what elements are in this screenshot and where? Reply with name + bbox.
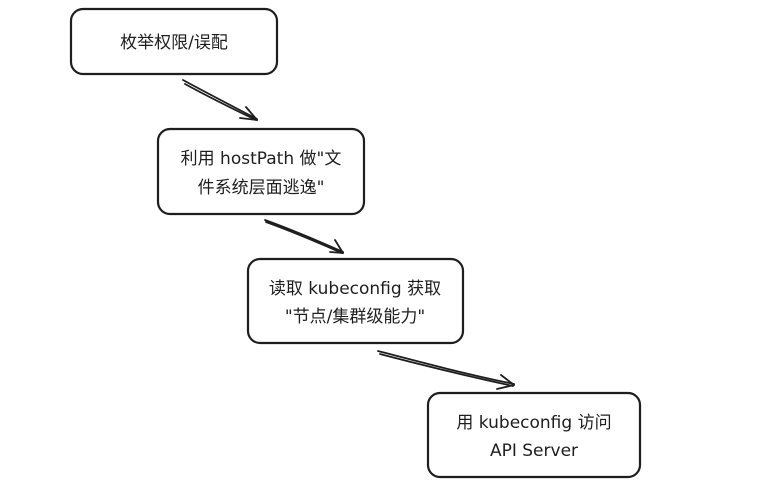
node-step2-label-line2: 件系统层面逃逸" [198,178,325,198]
node-step3[interactable]: 读取 kubeconfig 获取 "节点/集群级能力" [246,257,465,345]
node-step3-label-line2: "节点/集群级能力" [285,307,425,327]
node-step2-label-line1: 利用 hostPath 做"文 [181,149,342,169]
edge-step3-to-step4 [377,350,515,390]
edge-step2-to-step3 [264,219,344,254]
node-step4-label-line1: 用 kubeconfig 访问 [456,413,611,433]
node-step1-box [69,7,279,76]
node-step1-label-line1: 枚举权限/误配 [120,33,228,53]
node-step2[interactable]: 利用 hostPath 做"文 件系统层面逃逸" [156,127,366,216]
node-step4-box [426,391,642,479]
node-step3-label-line1: 读取 kubeconfig 获取 [269,279,441,299]
node-step2-box [156,127,366,216]
node-step1[interactable]: 枚举权限/误配 [69,7,279,76]
edge-step1-to-step2 [182,79,258,121]
node-step4-label-line2: API Server [490,441,578,461]
node-step4[interactable]: 用 kubeconfig 访问 API Server [426,391,642,479]
node-step3-box [246,257,465,345]
